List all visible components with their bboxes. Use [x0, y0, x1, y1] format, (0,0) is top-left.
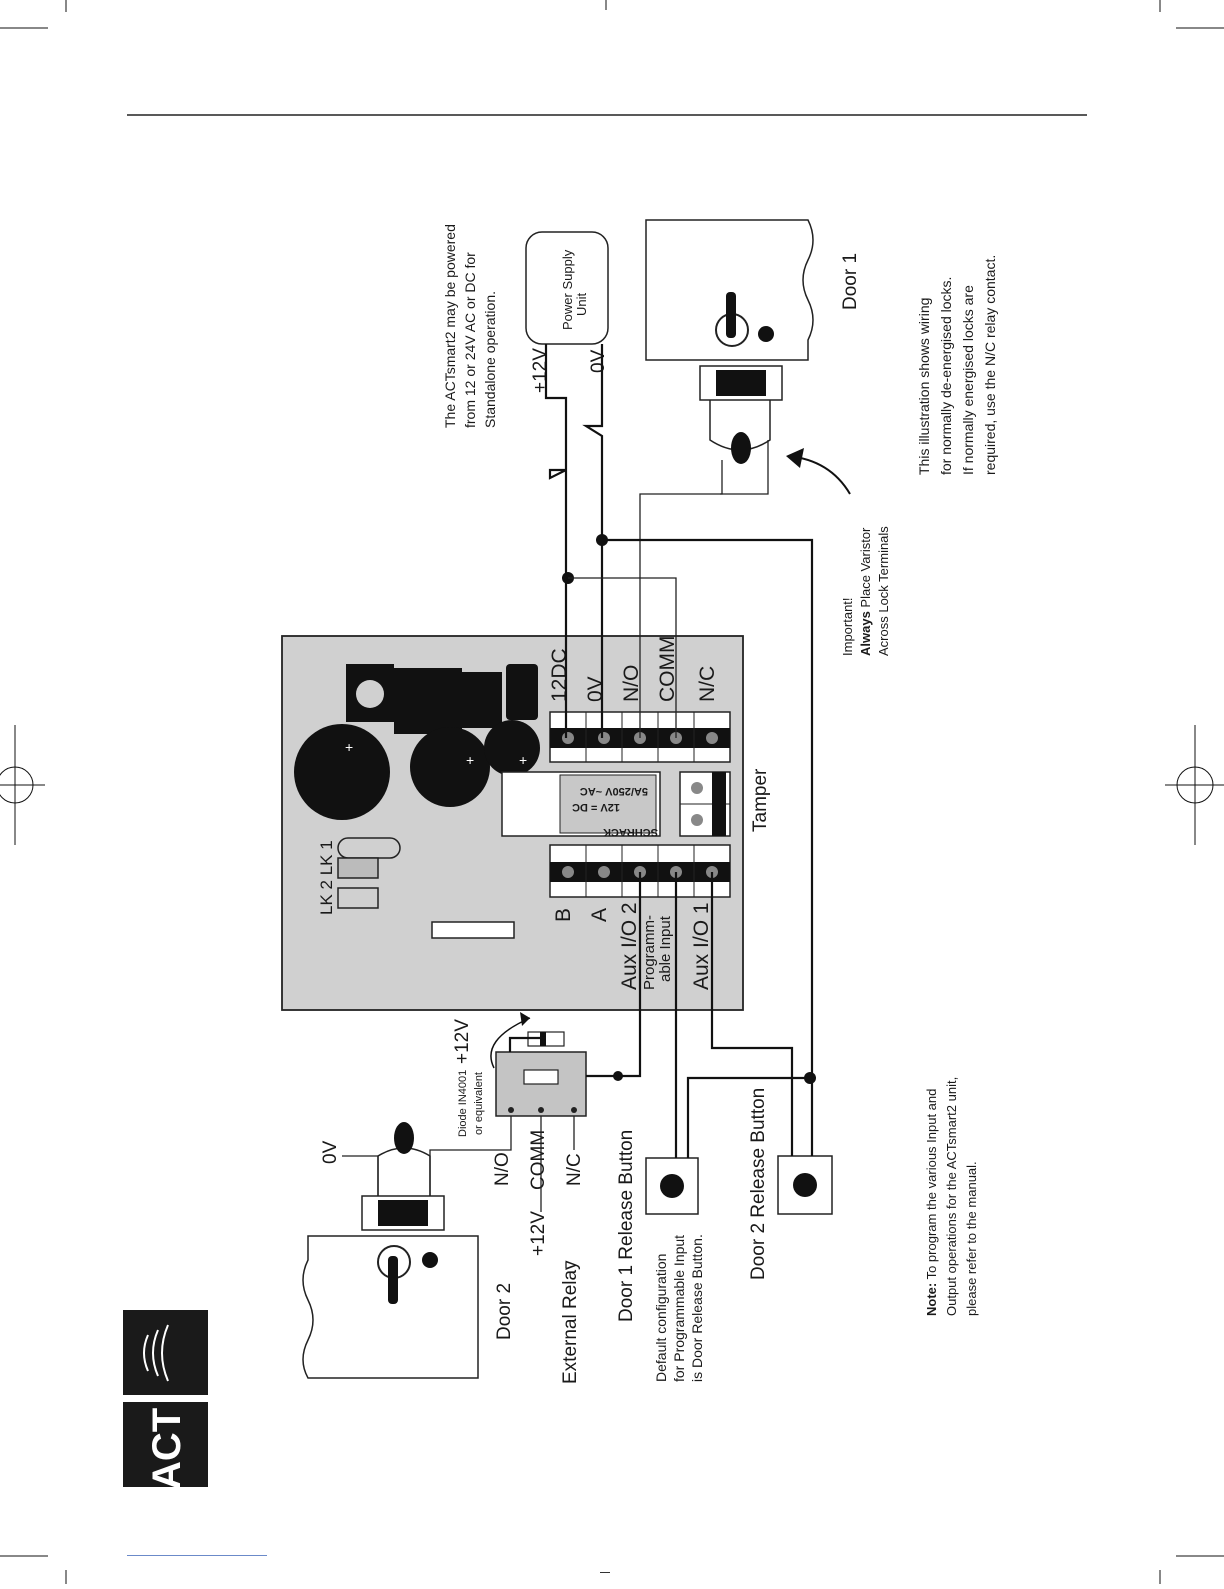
terminal-label-a: A [588, 908, 611, 922]
diode-label-2: or equivalent [473, 1072, 485, 1135]
relay-no-label: N/O [492, 1152, 513, 1186]
svg-text:Important!: Important! [840, 597, 855, 656]
svg-text:for Programmable Input: for Programmable Input [671, 1235, 687, 1382]
external-relay: Diode IN4001 or equivalent +12V N/O COMM… [320, 1012, 587, 1384]
diode-label-1: Diode IN4001 [457, 1070, 469, 1137]
door-1: Door 1 [645, 219, 861, 464]
programmable-input-1: Programm- [641, 915, 658, 990]
act-logo: ACT [123, 1310, 208, 1490]
default-config-note: Default configuration for Programmable I… [653, 1234, 705, 1382]
capacitor-small [484, 720, 540, 776]
door-1-label: Door 1 [840, 253, 861, 310]
svg-text:Default configuration: Default configuration [653, 1254, 669, 1382]
terminal-label-aux1: Aux I/O 1 [690, 902, 713, 990]
relay-zero-label: 0V [320, 1140, 341, 1164]
logo-text: ACT [145, 1408, 189, 1490]
terminal-label-0v: 0V [584, 676, 607, 702]
footer-rule [127, 1555, 267, 1556]
relay-line-2: 12V = DC [572, 801, 620, 813]
psu-zero-label: 0V [588, 349, 609, 373]
svg-text:This illustration shows wiring: This illustration shows wiring [916, 298, 932, 475]
svg-text:is Door Release Button.: is Door Release Button. [689, 1234, 705, 1382]
svg-text:+: + [519, 752, 527, 768]
svg-text:+: + [466, 752, 474, 768]
tamper-label: Tamper [750, 768, 771, 832]
power-supply: Power Supply Unit +12V 0V [525, 231, 609, 393]
varistor-note: Important! Always Place Varistor Across … [786, 448, 891, 656]
external-relay-label: External Relay [560, 1260, 581, 1384]
terminal-label-nc: N/C [696, 666, 719, 702]
svg-text:+: + [345, 739, 353, 755]
svg-text:from 12 or 24V AC or DC for: from 12 or 24V AC or DC for [462, 252, 478, 428]
wires [342, 344, 816, 1268]
door-2-label: Door 2 [494, 1283, 515, 1340]
svg-text:Across Lock Terminals: Across Lock Terminals [876, 526, 891, 656]
psu-note: The ACTsmart2 may be powered from 12 or … [442, 224, 498, 428]
svg-text:for normally de-energised lock: for normally de-energised locks. [938, 277, 954, 475]
relay-nc-label: N/C [564, 1153, 585, 1186]
psu-label-1: Power Supply [560, 249, 575, 330]
terminal-label-12dc: 12DC [548, 648, 571, 702]
relay-plus12-label: +12V [528, 1211, 549, 1256]
controller-board: + + + LK 2 LK 1 SCHRACK 12V = DC 5A/250V… [281, 635, 771, 1011]
terminal-label-comm: COMM [656, 636, 679, 703]
capacitor-medium [410, 727, 490, 807]
relay-comm-label: COMM [528, 1130, 549, 1190]
door-2: Door 2 [302, 1122, 515, 1379]
svg-text:required, use the N/C relay co: required, use the N/C relay contact. [982, 255, 998, 475]
door-1-button-label: Door 1 Release Button [616, 1130, 637, 1322]
wiring-note: This illustration shows wiring for norma… [916, 255, 998, 475]
terminal-label-no: N/O [620, 665, 643, 702]
programmable-input-2: able Input [657, 915, 674, 982]
svg-text:Always Place Varistor: Always Place Varistor [858, 527, 873, 656]
footer-mark [600, 1572, 610, 1573]
bottom-note: Note: To program the various Input and O… [924, 1077, 979, 1316]
door-1-release-button: Door 1 Release Button [616, 1130, 699, 1322]
psu-label-2: Unit [574, 292, 589, 316]
psu-plus-label: +12V [530, 348, 551, 393]
svg-text:please refer to the manual.: please refer to the manual. [964, 1161, 979, 1316]
relay-line-1: SCHRACK [603, 826, 658, 838]
door-2-button-label: Door 2 Release Button [748, 1088, 769, 1280]
svg-text:If normally energised locks ar: If normally energised locks are [960, 285, 976, 475]
svg-text:Output operations for the ACTs: Output operations for the ACTsmart2 unit… [944, 1077, 959, 1316]
relay-line-3: 5A/250V ~AC [580, 785, 648, 797]
lk-labels: LK 2 LK 1 [317, 840, 336, 915]
terminal-label-b: B [552, 908, 575, 922]
svg-text:The ACTsmart2 may be powered: The ACTsmart2 may be powered [442, 224, 458, 428]
door-2-release-button: Door 2 Release Button [748, 1088, 833, 1280]
relay-top-12v: +12V [452, 1019, 473, 1064]
terminal-label-aux2: Aux I/O 2 [618, 902, 641, 990]
capacitor-large [294, 724, 390, 820]
svg-text:Standalone operation.: Standalone operation. [482, 291, 498, 428]
svg-text:Note: To program the various I: Note: To program the various Input and [924, 1089, 939, 1316]
